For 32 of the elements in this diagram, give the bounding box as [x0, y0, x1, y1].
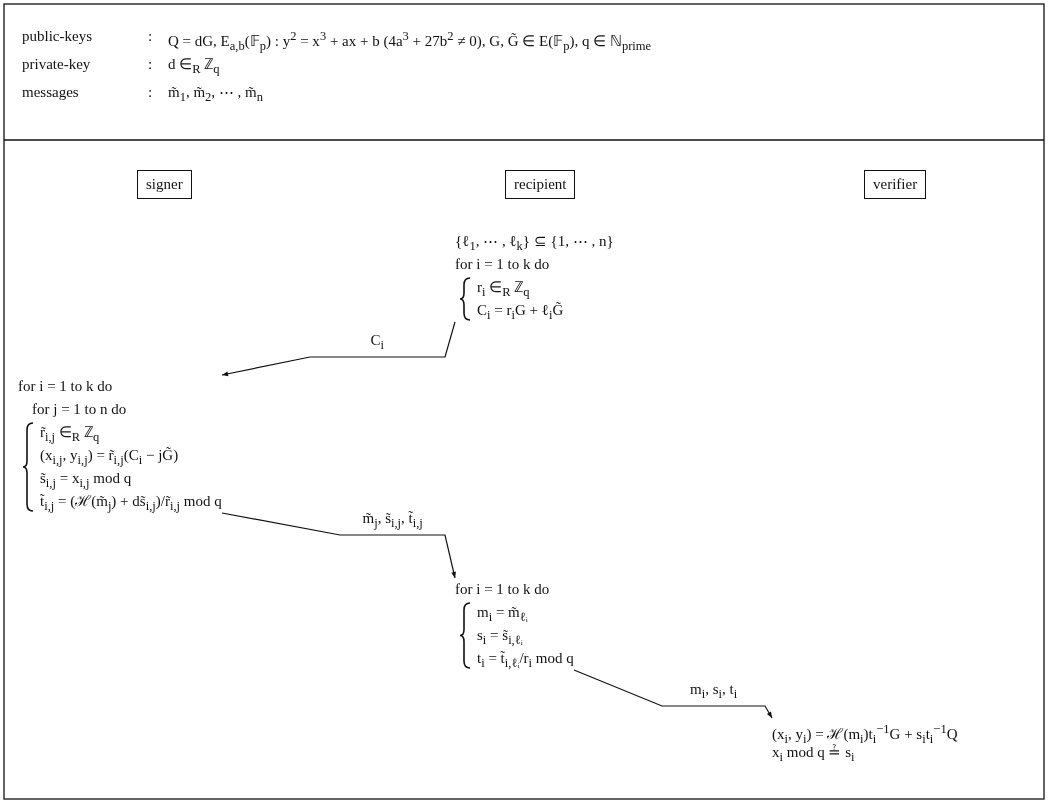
formula-line: s̃$_{i,j}$ = x$_{i,j}$ mod q: [40, 469, 133, 490]
key-label: public-keys: [22, 27, 92, 46]
formula-line: for i = 1 to k do: [455, 580, 551, 599]
key-label: messages: [22, 83, 79, 102]
formula-line: t̃$_{i,j}$ = (ℋ(m̃$_{j}$) + ds̃$_{i,j}$)/r̃$_{i,j}$ mod q: [40, 492, 222, 513]
key-label: private-key: [22, 55, 91, 74]
formula-line: x$_{i}$ mod q ≟ s$_{i}$: [772, 743, 856, 764]
separator-colon: :: [148, 83, 153, 102]
formula-line: (x$_{i}$, y$_{i}$) = ℋ(m$_{i}$)t$_{i}$$^{−1}$G + s$_{i}$t$_{i}$$^{−1}$Q: [772, 721, 958, 741]
role-box: recipient: [505, 170, 576, 199]
separator-colon: :: [148, 27, 153, 46]
arrow: [221, 321, 456, 377]
formula-line: {ℓ$_{1}$, ⋯ , ℓ$_{k}$} ⊆ {1, ⋯ , n}: [455, 232, 614, 253]
formula-line: r̃$_{i,j}$ ∈$_{R}$ ℤ$_{q}$: [40, 423, 101, 444]
formula-text: m̃$_{1}$, m̃$_{2}$, ⋯ , m̃$_{n}$: [168, 83, 263, 106]
formula-line: m$_{i}$ = m̃$_{ℓᵢ}$: [477, 603, 529, 624]
formula-text: Q = dG, E$_{a,b}$(𝔽$_{p}$) : y$^{2}$ = x$^{3}$ + ax + b (4a$^{3}$ + 27b$^{2}$ ≠ 0), G, G̃ ∈ E(𝔽$_{p}$), q ∈ ℕ$_{prime}$: [168, 28, 652, 55]
formula-line: C$_{i}$ = r$_{i}$G + ℓ$_{i}$G̃: [477, 301, 565, 322]
formula-line: for i = 1 to k do: [18, 377, 114, 396]
role-box: verifier: [864, 170, 927, 199]
arrow: [573, 669, 773, 719]
formula-line: t$_{i}$ = t̃$_{i,ℓᵢ}$/r$_{i}$ mod q: [477, 649, 574, 670]
role-box: signer: [137, 170, 192, 199]
formula-line: (x$_{i,j}$, y$_{i,j}$) = r̃$_{i,j}$(C$_{i}$ − jG̃): [40, 446, 180, 467]
formula-line: s$_{i}$ = s̃$_{i,ℓᵢ}$: [477, 626, 524, 647]
formula-line: for i = 1 to k do: [455, 255, 551, 274]
arrow: [221, 512, 456, 579]
edge-label: m̃$_{j}$, s̃$_{i,j}$, t̃$_{i,j}$: [360, 509, 425, 532]
formula-line: r$_{i}$ ∈$_{R}$ ℤ$_{q}$: [477, 278, 531, 299]
formula-text: d ∈$_{R}$ ℤ$_{q}$: [168, 55, 220, 78]
separator-colon: :: [148, 55, 153, 74]
formula-line: for j = 1 to n do: [32, 400, 128, 419]
